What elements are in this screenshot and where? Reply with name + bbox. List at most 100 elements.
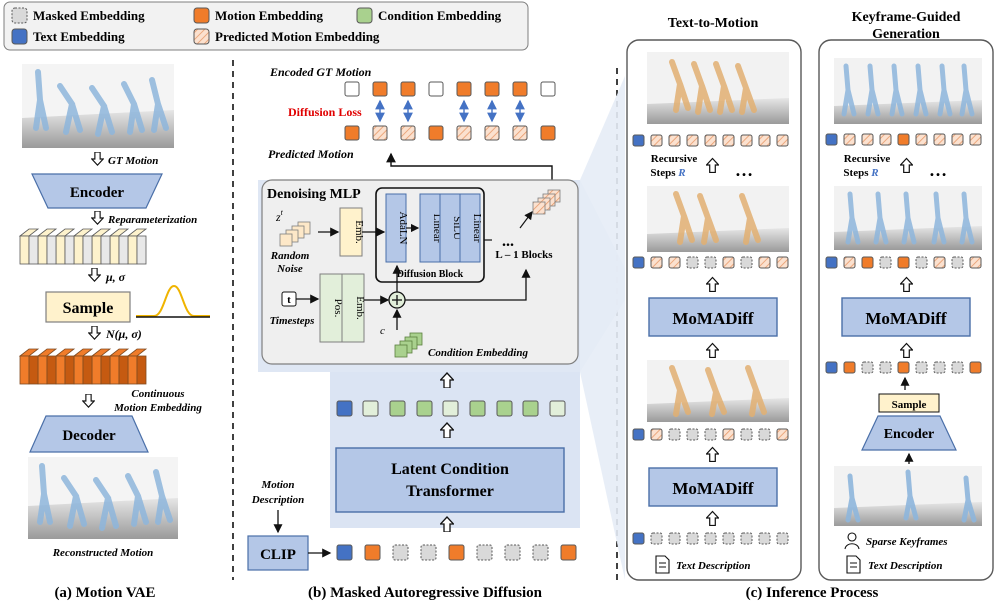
t2m-ellipsis: …	[735, 160, 753, 180]
zt-label: zt	[275, 208, 284, 224]
gaussian-curve	[136, 284, 210, 317]
kf-sparse-image	[834, 466, 982, 526]
predicted-embedding-swatch	[193, 28, 210, 45]
predicted-row	[344, 125, 556, 141]
linear-box-2	[459, 193, 481, 263]
encoded-gt-label: Encoded GT Motion	[269, 65, 372, 79]
vae-sample-box	[45, 291, 131, 323]
clip-label: CLIP	[260, 547, 296, 563]
momadiff-label-lower: MoMADiff	[672, 479, 754, 498]
continuous-embedding-stack	[18, 348, 148, 385]
condition-token-row	[336, 400, 566, 417]
t2m-row-1	[632, 134, 789, 147]
timestep-t: t	[287, 294, 291, 306]
t2m-text-desc: Text Description	[676, 560, 750, 572]
motion-desc-label-1: Motion	[260, 479, 294, 491]
caption-a: (a) Motion VAE	[54, 585, 155, 601]
timesteps-label: Timesteps	[270, 315, 315, 327]
diffusion-loss-label: Diffusion Loss	[288, 105, 362, 119]
kf-sample-label: Sample	[892, 399, 927, 411]
caption-c: (c) Inference Process	[746, 585, 879, 601]
clip-box	[247, 535, 309, 571]
t2m-row-2	[632, 256, 789, 269]
legend-motion-label: Motion Embedding	[215, 8, 323, 23]
arrow-down-icon	[88, 326, 101, 340]
mu-sigma-label: μ, σ	[105, 270, 126, 284]
vae-sample-label: Sample	[63, 300, 114, 317]
kf-sample-box	[878, 393, 940, 413]
diffusion-block	[375, 187, 485, 283]
predicted-motion-label: Predicted Motion	[268, 147, 354, 161]
adaln-label: AdaLN	[397, 212, 409, 245]
motion-vae-panel: GT Motion Encoder Reparameterization	[18, 64, 210, 601]
lct-label-1: Latent Condition	[391, 461, 509, 478]
t2m-title: Text-to-Motion	[668, 16, 759, 31]
legend: Masked Embedding Motion Embedding Condit…	[3, 1, 529, 51]
arrow-down-icon	[91, 152, 104, 166]
t2m-image-mid	[647, 186, 789, 252]
kf-row-1	[825, 133, 982, 146]
user-icon	[844, 532, 860, 550]
continuous-label-1: Continuous	[131, 388, 184, 400]
legend-masked-label: Masked Embedding	[33, 8, 145, 23]
kf-ellipsis: …	[929, 160, 947, 180]
arrow-down-icon	[91, 211, 104, 225]
encoded-gt-row	[344, 81, 556, 97]
blue-shade-fan	[580, 76, 625, 580]
legend-text-label: Text Embedding	[33, 29, 125, 44]
c-label: c	[380, 325, 385, 337]
t2m-image-top	[647, 52, 789, 124]
gt-motion-label: GT Motion	[108, 155, 158, 167]
motion-embedding-swatch	[193, 7, 210, 24]
momadiff-box-upper[interactable]	[648, 297, 778, 337]
kf-row-3	[825, 361, 982, 374]
t2m-row-3	[632, 428, 789, 441]
motion-desc-label-2: Description	[251, 494, 305, 506]
t2m-image-low	[647, 360, 789, 422]
t2m-row-4	[632, 532, 789, 545]
kf-text-desc: Text Description	[868, 560, 942, 572]
vae-decoder-label: Decoder	[62, 428, 116, 444]
document-icon	[655, 555, 670, 574]
l-blocks-label: L – 1 Blocks	[495, 249, 553, 261]
kf-image-mid	[834, 186, 982, 250]
vae-encoder-label: Encoder	[70, 185, 125, 201]
mlp-output-stack	[532, 189, 561, 215]
vae-decoder	[29, 415, 149, 453]
legend-condition-label: Condition Embedding	[378, 8, 502, 23]
legend-predicted-label: Predicted Motion Embedding	[215, 29, 380, 44]
kf-title-2: Generation	[872, 27, 940, 42]
denoising-mlp-title: Denoising MLP	[267, 187, 361, 202]
diffusion-loss-arrows	[375, 99, 525, 123]
text-embedding-swatch	[11, 28, 28, 45]
normal-dist-label: N(μ, σ)	[105, 327, 142, 341]
reparam-label: Reparameterization	[107, 214, 197, 226]
kf-momadiff-label: MoMADiff	[865, 309, 947, 328]
kf-title-1: Keyframe-Guided	[852, 10, 961, 25]
kf-momadiff-box[interactable]	[841, 297, 971, 337]
mar-panel: Encoded GT Motion Diffusion Loss	[247, 65, 625, 601]
kf-image-top	[834, 58, 982, 124]
emb-label: Emb.	[354, 296, 366, 320]
condition-embedding-swatch	[356, 7, 373, 24]
kf-encoder	[861, 415, 957, 451]
inference-panel: Text-to-Motion Recursive Steps R …	[626, 10, 994, 601]
kf-row-2	[825, 256, 982, 269]
caption-b: (b) Masked Autoregressive Diffusion	[308, 585, 543, 601]
emb-box	[341, 273, 365, 343]
kf-encoder-label: Encoder	[884, 427, 935, 442]
blocks-dots: ...	[502, 233, 514, 250]
lct-label-2: Transformer	[406, 483, 494, 500]
kf-steps-label: Steps R	[843, 167, 878, 179]
arrow-down-icon	[88, 268, 101, 282]
masked-embedding-swatch	[11, 7, 28, 24]
latent-stack	[18, 228, 148, 265]
momadiff-box-lower[interactable]	[648, 467, 778, 507]
pos-label: Pos.	[332, 299, 344, 318]
condition-embedding-stack	[394, 332, 423, 358]
kf-recursive-label: Recursive	[844, 153, 891, 165]
noise-emb-label: Emb.	[353, 220, 365, 244]
latent-condition-transformer	[335, 447, 565, 513]
random-noise-label-2: Noise	[276, 263, 303, 275]
